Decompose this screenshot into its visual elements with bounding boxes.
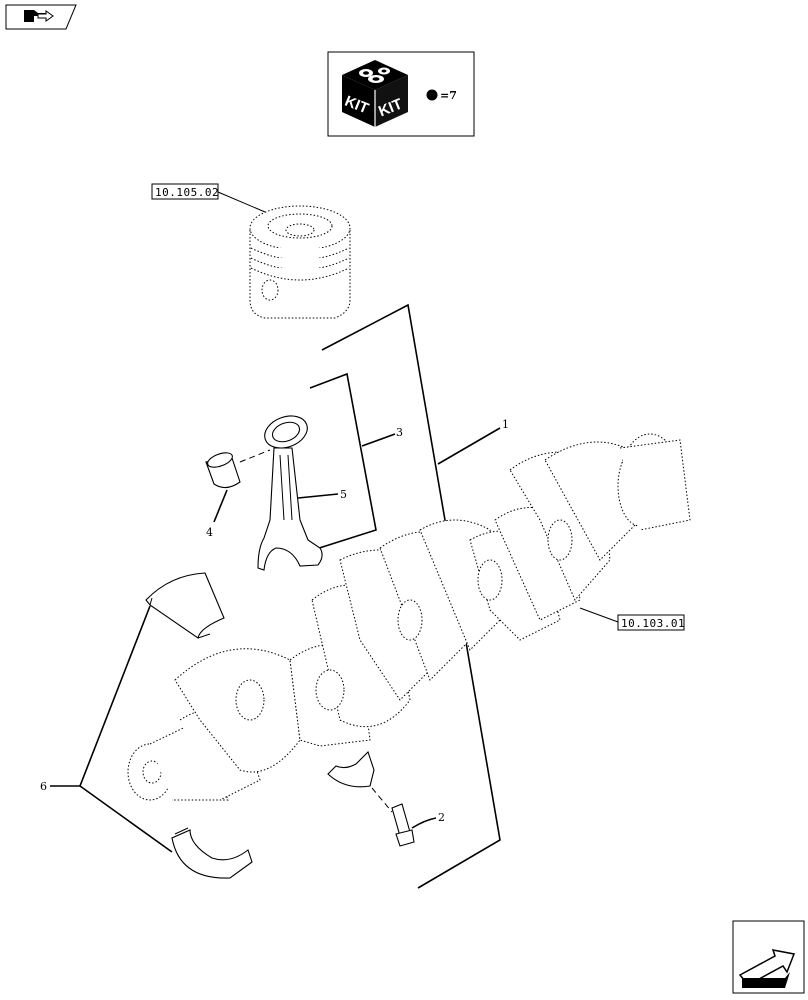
callout-6-leader [79, 605, 173, 853]
kit-dot-icon [426, 89, 438, 101]
previous-page-button[interactable] [5, 4, 77, 30]
main-bearing-shell-upper [145, 572, 225, 639]
piston-leader-line [217, 191, 266, 213]
callout-4-label: 4 [206, 526, 213, 539]
callout-2-leader [411, 817, 437, 829]
callout-5-label: 5 [340, 488, 347, 501]
small-end-bushing [205, 449, 271, 489]
piston-reference-label: 10.105.02 [155, 186, 219, 199]
callout-1-label: 1 [502, 418, 509, 431]
crankshaft-reference-label: 10.103.01 [621, 617, 685, 630]
piston-reference-box[interactable]: 10.105.02 [151, 183, 219, 200]
callout-3-label: 3 [396, 426, 403, 439]
crankshaft-leader-line [579, 607, 619, 623]
previous-page-icon [24, 10, 54, 22]
main-bearing-shell-lower [171, 827, 253, 879]
callout-4-leader [213, 489, 228, 523]
callout-3-leader [361, 433, 396, 447]
piston [249, 205, 351, 319]
kit-box-icon: KIT KIT [342, 60, 408, 127]
rod-bearing-shell [327, 750, 393, 813]
cap-screw [391, 803, 415, 847]
next-page-button[interactable] [732, 920, 805, 994]
crankshaft-reference-box[interactable]: 10.103.01 [617, 614, 685, 631]
crankshaft [127, 433, 691, 801]
connecting-rod-assembly-bracket [309, 372, 377, 551]
connecting-rod [257, 415, 323, 571]
callout-5-leader [297, 493, 339, 499]
callout-1-leader [437, 427, 501, 465]
kit-equals-label: =7 [440, 89, 457, 102]
next-page-icon [738, 949, 796, 988]
kit-legend: KIT KIT =7 [327, 51, 475, 137]
callout-2-label: 2 [438, 811, 445, 824]
callout-6-label: 6 [40, 780, 47, 793]
